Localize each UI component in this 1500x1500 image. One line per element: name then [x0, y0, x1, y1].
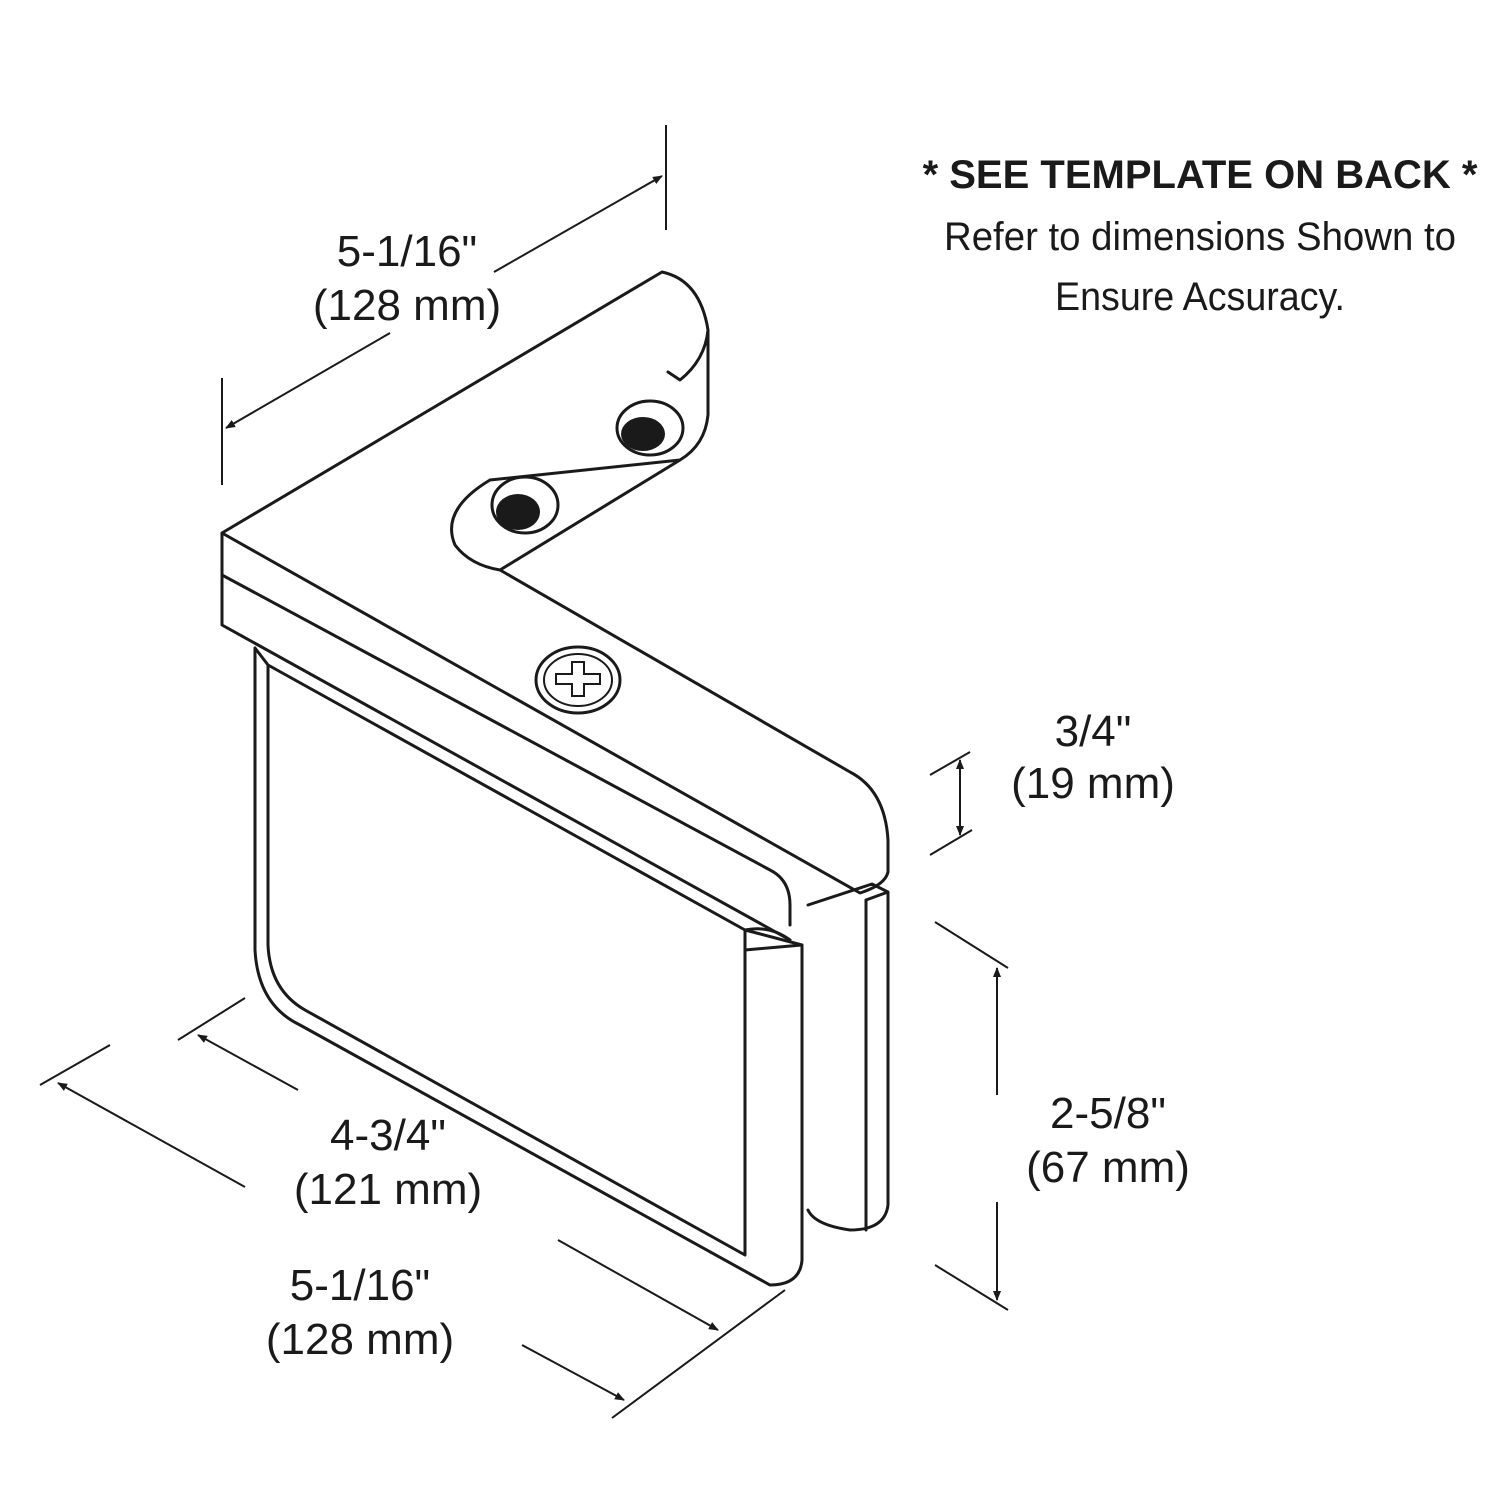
dimension-height: 2-5/8" (67 mm) [934, 921, 1190, 1311]
back-clamp-plate [806, 882, 890, 1232]
note-line-1: Refer to dimensions Shown to [944, 215, 1456, 259]
top-length-metric: (128 mm) [313, 281, 501, 330]
height-imperial: 2-5/8" [1050, 1089, 1166, 1138]
inner-length-imperial: 4-3/4" [330, 1111, 446, 1160]
thickness-imperial: 3/4" [1055, 707, 1132, 756]
bottom-length-metric: (128 mm) [266, 1315, 454, 1364]
dimension-bottom-length: 5-1/16" (128 mm) [39, 1044, 786, 1419]
top-plate [220, 270, 890, 942]
thickness-metric: (19 mm) [1011, 759, 1175, 808]
inner-length-metric: (121 mm) [294, 1165, 482, 1214]
height-metric: (67 mm) [1026, 1143, 1190, 1192]
dimension-thickness: 3/4" (19 mm) [929, 707, 1175, 856]
top-length-imperial: 5-1/16" [337, 227, 477, 276]
template-note: * SEE TEMPLATE ON BACK * Refer to dimens… [923, 153, 1478, 319]
dimension-top-length: 5-1/16" (128 mm) [221, 125, 667, 485]
mounting-hole [615, 399, 685, 457]
screw-icon [534, 645, 622, 715]
mounting-hole [490, 475, 560, 535]
note-line-2: Ensure Acsuracy. [1055, 275, 1345, 319]
dimension-inner-length: 4-3/4" (121 mm) [177, 997, 719, 1331]
hinge-illustration [220, 270, 890, 1287]
mounting-hole-shadow [496, 494, 540, 530]
bottom-length-imperial: 5-1/16" [290, 1261, 430, 1310]
front-clamp-plate [253, 646, 804, 1287]
mounting-hole-shadow [621, 417, 665, 451]
clamp-edge [743, 943, 804, 952]
note-heading: * SEE TEMPLATE ON BACK * [923, 153, 1478, 197]
